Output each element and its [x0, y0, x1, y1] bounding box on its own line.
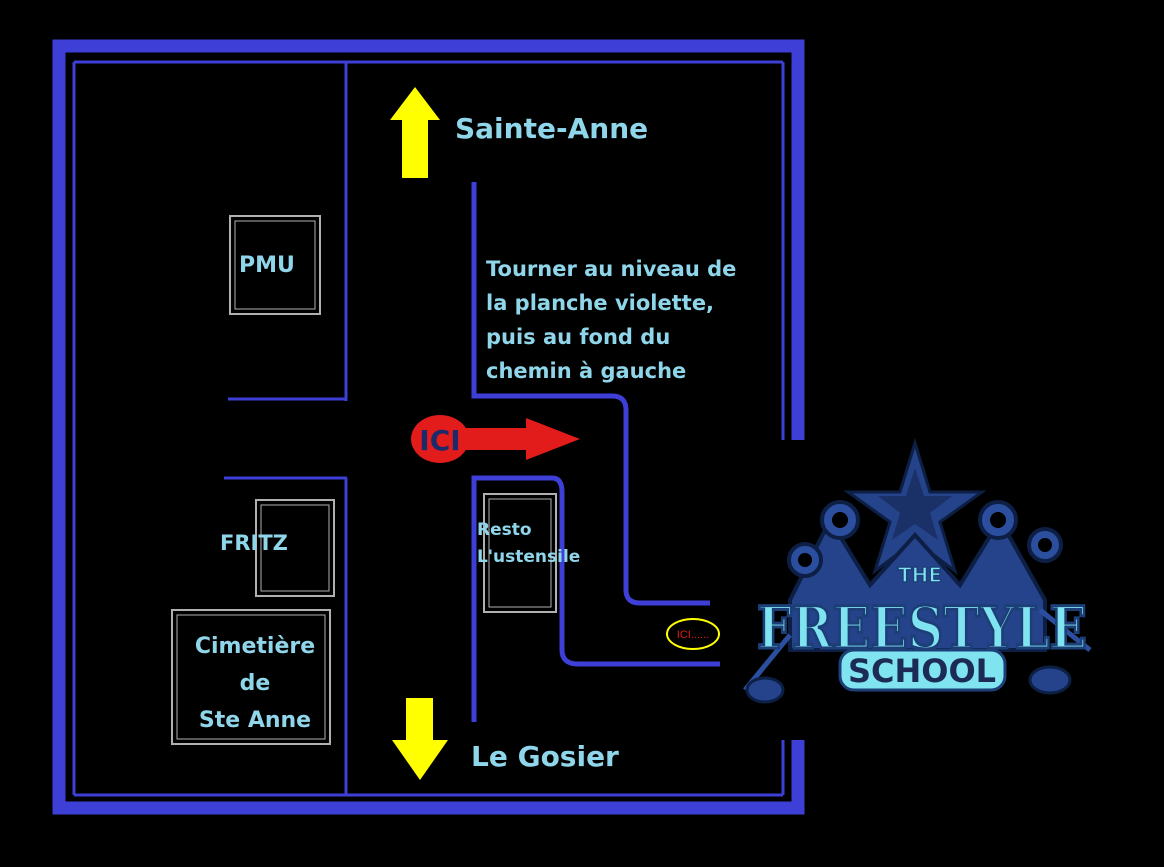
road-south-label: Le Gosier: [471, 740, 619, 773]
directions-line-3: puis au fond du: [486, 325, 671, 349]
pmu-label: PMU: [239, 253, 295, 278]
cemetery-label-line-2: de: [239, 671, 271, 696]
arrow-down-icon: [392, 698, 448, 780]
road-north-label: Sainte-Anne: [455, 112, 649, 145]
arrow-up-icon: [390, 87, 440, 178]
fritz-building: [255, 499, 335, 597]
crown-orb-4-hole: [1038, 538, 1052, 552]
pmu-building: [229, 215, 321, 315]
directions-note: Tourner au niveau de la planche violette…: [486, 252, 736, 388]
destination-marker-label: ICI......: [677, 629, 709, 641]
map-frame: [52, 39, 805, 815]
logo-school-band: [838, 648, 1007, 692]
star-icon-inner: [878, 468, 952, 540]
fritz-label: FRITZ: [220, 531, 288, 555]
directions-line-1: Tourner au niveau de: [486, 257, 737, 281]
crown-orb-3-hole: [798, 553, 812, 567]
pmu-building-inner: [234, 220, 316, 310]
resto-label-line-1: Resto: [477, 520, 532, 540]
cemetery-area-inner: [176, 614, 326, 740]
cemetery-area: [171, 609, 331, 745]
guitar-icon: [743, 633, 792, 704]
cemetery-label: Cimetière de Ste Anne: [172, 628, 338, 739]
resto-label: Resto L'ustensile: [477, 517, 580, 571]
arrow-right-icon: [440, 418, 580, 460]
crown-orb-2-hole: [990, 512, 1006, 528]
logo-school: SCHOOL: [848, 652, 996, 690]
guitar-icon-right: [1028, 608, 1092, 695]
destination-marker: [666, 618, 720, 650]
crown-orb-1-hole: [832, 512, 848, 528]
directions-line-4: chemin à gauche: [486, 359, 687, 383]
resto-building-inner: [488, 498, 552, 608]
cemetery-label-line-1: Cimetière: [194, 634, 316, 659]
cemetery-label-line-3: Ste Anne: [198, 708, 312, 733]
lane-upper-edge: [471, 182, 710, 606]
logo-the: THE: [898, 563, 942, 587]
resto-building: [483, 493, 557, 613]
lane-lower-edge: [471, 475, 720, 722]
freestyle-school-logo: THE FREESTYLE SCHOOL: [720, 437, 1164, 740]
directions-line-2: la planche violette,: [486, 291, 715, 315]
fritz-building-inner: [260, 504, 330, 592]
entrance-marker-label: ICI: [419, 424, 460, 457]
entrance-marker-badge: [411, 415, 469, 463]
resto-label-line-2: L'ustensile: [477, 547, 581, 567]
